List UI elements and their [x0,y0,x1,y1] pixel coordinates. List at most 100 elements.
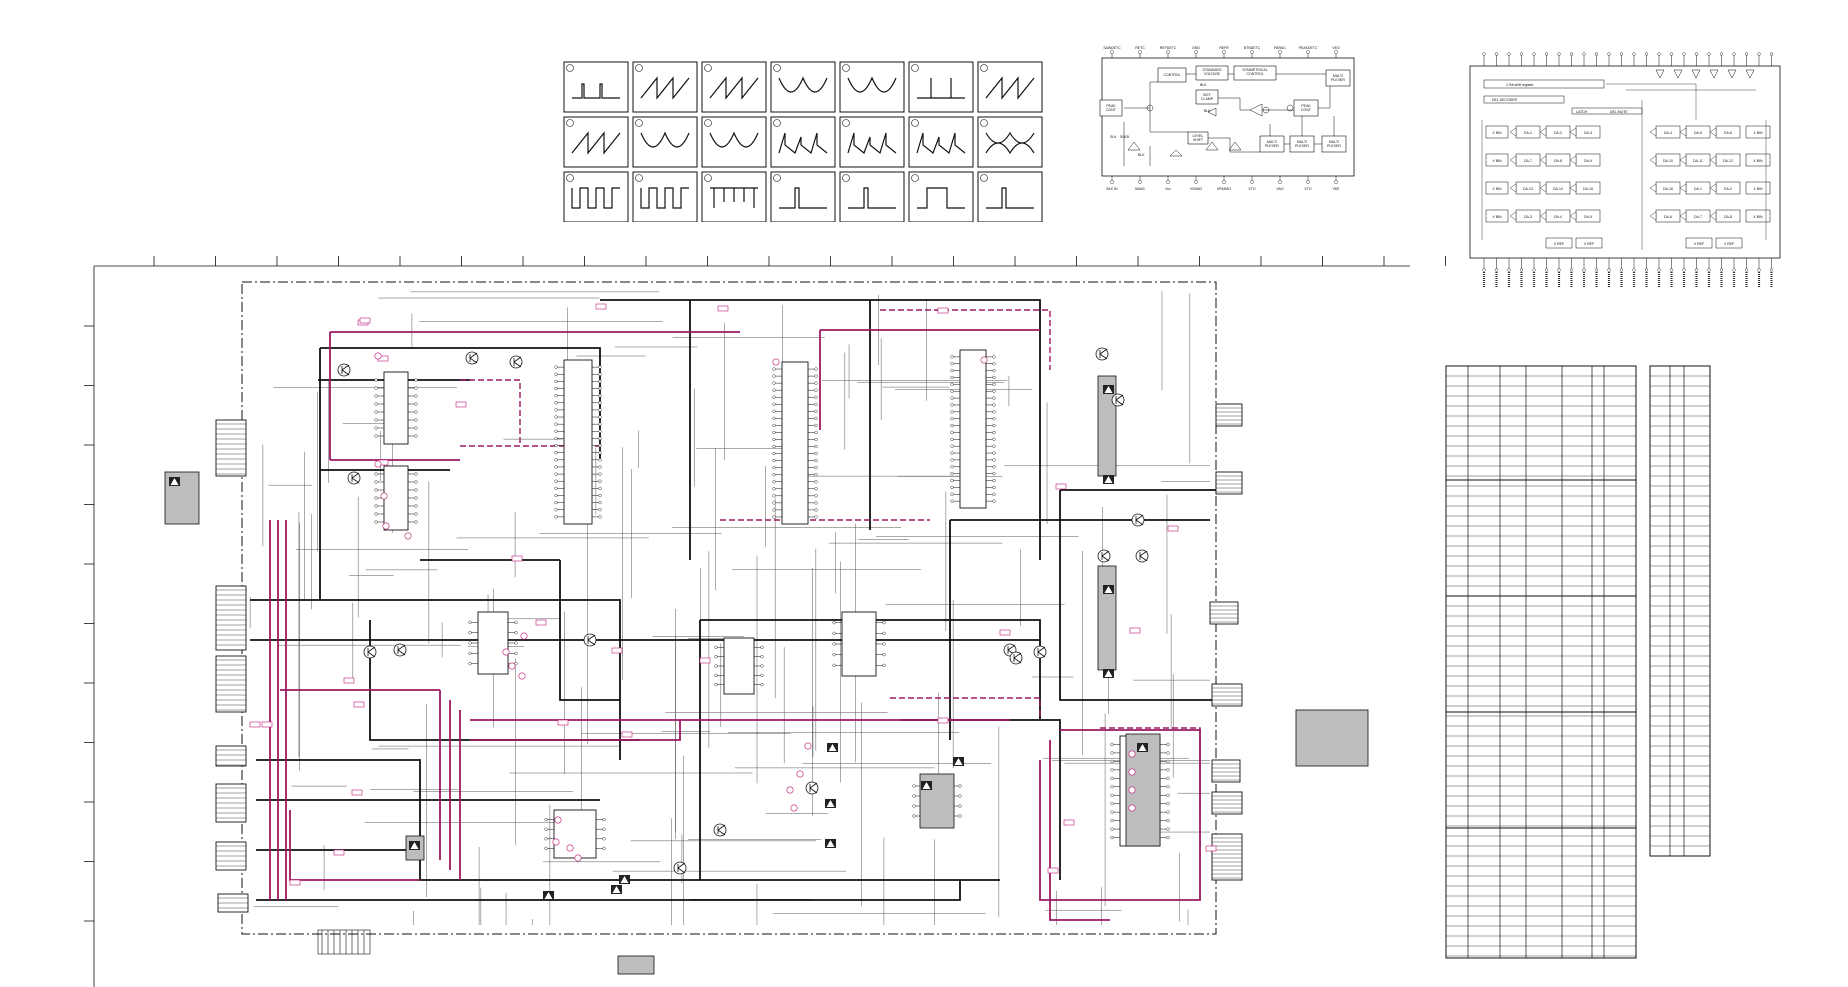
bd2-dac: DA-7 [1679,209,1711,223]
test-point [520,632,528,640]
bd2-buffer: X BIN [1745,181,1771,195]
waveform-tile [977,171,1043,222]
bd1-pin-label-top: SAWDETC [1103,46,1121,50]
bd1-pin-label-top: VEO [1332,46,1340,50]
svg-text:X BIN: X BIN [1492,187,1502,191]
svg-text:DA-7: DA-7 [1524,159,1532,163]
bd1-pin-label-bottom: SAWC [1135,187,1146,191]
svg-text:V REF: V REF [1554,242,1564,246]
warning-triangle-icon [1103,475,1114,484]
warning-triangle-icon [169,477,180,486]
test-point [980,356,988,364]
bd2-dac: DA-15 [1569,181,1601,195]
bd1-pin-label-bottom: VPARAO [1217,187,1232,191]
bd2-dac: DA-3 [1509,209,1541,223]
transistor-icon [1097,549,1111,563]
svg-text:X BIN: X BIN [1753,159,1763,163]
shaded-ic-right-column-2 [1097,565,1117,671]
svg-text:DA-14: DA-14 [1553,187,1563,191]
bd2-buffer: X BIN [1745,125,1771,139]
test-point [1128,768,1136,776]
bottom-comb-connector [317,929,371,955]
svg-text:V REF: V REF [1584,242,1594,246]
transistor-icon [363,645,377,659]
ref-label [351,789,363,796]
waveform-tile [563,171,629,222]
parts-table-large [1445,365,1637,959]
bd1-pin-label-bottom: VS/IMO [1190,187,1203,191]
test-point [772,358,780,366]
test-point [786,786,794,794]
svg-text:SLK: SLK [1110,135,1117,139]
dip-ic [544,809,606,859]
waveform-tile [770,61,836,113]
bd1-pin-label-bottom: BLK IN [1106,187,1118,191]
bd2-dac: DA-9 [1569,153,1601,167]
ref-label [1205,845,1217,852]
ref-label [611,647,623,654]
ref-label [717,305,729,312]
warning-triangle-icon [1103,385,1114,394]
ref-label [249,721,261,728]
bd1-block-label: CONTROL [1163,73,1180,77]
bd1-block-bot-clamp [1195,89,1219,105]
bd2-dac: DA-10 [1649,153,1681,167]
test-point [382,522,390,530]
svg-text:DA-16: DA-16 [1663,187,1673,191]
svg-text:DA-7: DA-7 [1694,215,1702,219]
bd1-block-label: LEVEL [1193,134,1204,138]
svg-text:DA-3: DA-3 [1584,131,1592,135]
ref-label [1167,525,1179,532]
svg-text:DA-13: DA-13 [1523,187,1533,191]
connector-left [215,841,247,871]
waveform-tile [977,116,1043,168]
svg-text:DEL DECODER: DEL DECODER [1492,98,1518,102]
bd2-del-decoder [1483,95,1565,104]
waveform-tile [632,61,698,113]
transistor-icon [1033,645,1047,659]
transistor-icon [583,633,597,647]
warning-triangle-icon [825,799,836,808]
svg-text:DA-4: DA-4 [1554,215,1562,219]
test-point [380,492,388,500]
waveform-tile [701,61,767,113]
bd2-dac: DA-12 [1709,153,1741,167]
bd1-pin-label-top: PEAKDETC [1299,46,1318,50]
waveform-tile [839,171,905,222]
bd1-block-label: MULTI [1329,140,1339,144]
transistor-icon [393,643,407,657]
warning-triangle-icon [611,885,622,894]
svg-text:LATCH: LATCH [1576,110,1588,114]
test-point [374,460,382,468]
transistor-icon [1131,513,1145,527]
test-point [566,844,574,852]
waveform-tile [701,171,767,222]
svg-text:DA-4: DA-4 [1664,131,1672,135]
bd1-block-label: CONTROL [1246,72,1263,76]
bd1-block-label: VOLTAGE [1204,72,1221,76]
bd2-dac: DA-6 [1709,125,1741,139]
connector-left [215,585,247,651]
warning-triangle-icon [921,781,932,790]
bd2-buffer: X BIN [1745,153,1771,167]
bd2-shift-register [1483,79,1605,89]
bd1-block-symmetrical-control [1233,65,1277,81]
ref-label [359,317,371,324]
transistor-icon [1009,651,1023,665]
transistor-icon [1095,347,1109,361]
test-point [518,672,526,680]
block-diagram-dac-ic: 17bit shift register DEL DECODER LATCH D… [1469,52,1781,288]
test-point [804,742,812,750]
test-point [796,770,804,778]
bd1-block-label: SHIFT [1193,138,1204,142]
warning-triangle-icon [1137,743,1148,752]
ref-label [699,657,711,664]
bd2-dac: DA-1 [1509,125,1541,139]
waveform-tile [632,116,698,168]
connector-right [1209,601,1239,625]
ref-label [289,879,301,886]
test-point [1128,804,1136,812]
bd1-pin-label-bottom: VTO [1248,187,1255,191]
bd2-vref: V REF [1575,237,1603,249]
